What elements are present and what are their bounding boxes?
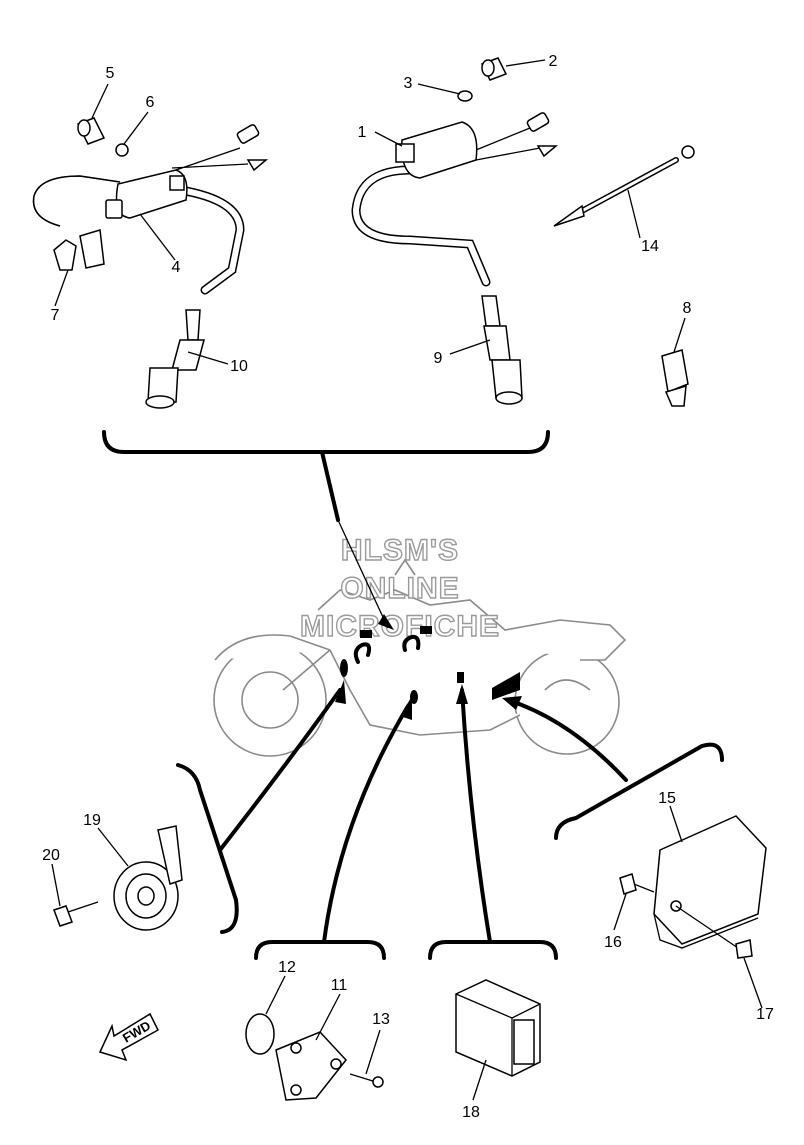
callout-8: 8 [683,300,692,317]
group-brackets [102,430,724,960]
callout-17: 17 [756,1006,774,1023]
sensor-assembly [245,1013,384,1101]
watermark-line3: MICROFICHE [300,610,500,643]
callout-13: 13 [372,1011,390,1028]
callout-9: 9 [434,350,443,367]
relay [455,979,541,1077]
callout-14: 14 [641,238,659,255]
callout-3: 3 [404,75,413,92]
callout-5: 5 [106,65,115,82]
fwd-direction-marker: FWD [98,1012,159,1062]
lead-wire [553,145,695,227]
callout-7: 7 [51,307,60,324]
callout-16: 16 [604,934,622,951]
wire-clip [661,349,689,407]
callout-numbers: 1 2 3 4 5 6 7 8 9 10 11 12 13 14 15 16 1… [42,53,774,1121]
horn [53,825,183,931]
location-marks [340,626,520,704]
watermark-line2: ONLINE [340,572,459,605]
callout-1: 1 [358,124,367,141]
ignition-coil-left [32,117,269,409]
control-unit [619,815,767,959]
callout-4: 4 [172,259,181,276]
callout-10: 10 [230,358,248,375]
callout-18: 18 [462,1104,480,1121]
callout-leaders [51,59,763,1101]
callout-11: 11 [331,977,348,994]
callout-19: 19 [83,812,101,829]
callout-2: 2 [549,53,558,70]
watermark: HLSM'S ONLINE MICROFICHE [299,533,500,643]
motorcycle-silhouette [213,558,627,757]
ignition-coil-right [351,57,559,405]
callout-15: 15 [658,790,676,807]
callout-12: 12 [278,959,296,976]
callout-20: 20 [42,847,60,864]
callout-6: 6 [146,94,155,111]
arrow-forward-icon [98,1012,159,1062]
watermark-line1: HLSM'S [341,534,459,567]
